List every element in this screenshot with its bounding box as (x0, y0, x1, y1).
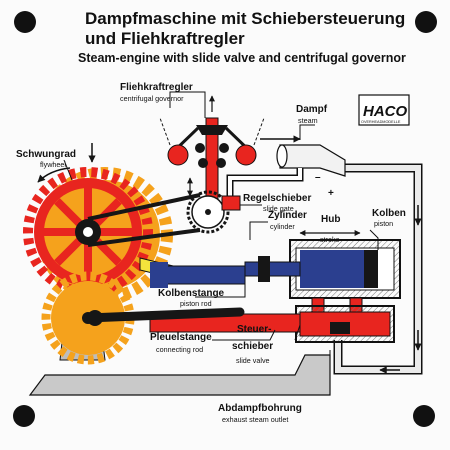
rotation-arrow (37, 167, 71, 183)
label-slide-gate-en: slide gate (263, 204, 294, 213)
label-flywheel-en: flywheel (40, 160, 66, 169)
corner-dot-top-right (415, 11, 437, 33)
centrifugal-governor (159, 95, 265, 234)
label-exhaust-en: exhaust steam outlet (222, 415, 288, 424)
label-cylinder: Zylinder (268, 210, 307, 221)
corner-dot-top-left (14, 11, 36, 33)
haco-logo: HACO OVERHEADMODELLE (358, 94, 410, 126)
label-exhaust: Abdampfbohrung (218, 403, 302, 414)
symbol-plus: + (328, 188, 334, 199)
title-line-2: und Fliehkraftregler (85, 29, 245, 48)
label-slide-valve-en: slide valve (236, 356, 270, 365)
label-piston-rod-en: piston rod (180, 299, 212, 308)
label-piston-rod: Kolbenstange (158, 288, 225, 299)
logo-text: HACO (363, 103, 407, 120)
drive-belt (87, 193, 201, 247)
corner-dot-bottom-left (13, 405, 35, 427)
label-stroke: Hub (321, 214, 340, 225)
label-connecting-rod: Pleuelstange (150, 332, 212, 343)
label-connecting-rod-en: connecting rod (156, 345, 203, 354)
label-stroke-en: stroke (320, 235, 340, 244)
label-piston: Kolben (372, 208, 406, 219)
label-steam-en: steam (298, 116, 318, 125)
corner-dot-bottom-right (413, 405, 435, 427)
title-line-1: Dampfmaschine mit Schiebersteuerung (85, 9, 405, 28)
label-piston-en: piston (374, 219, 393, 228)
symbol-minus: – (315, 172, 321, 183)
label-cylinder-en: cylinder (270, 222, 295, 231)
title-english: Steam-engine with slide valve and centri… (78, 51, 406, 65)
leader-lines (63, 91, 379, 392)
engine-base (28, 354, 331, 396)
slide-gate (221, 195, 241, 211)
label-governor: Fliehkraftregler (120, 82, 193, 93)
label-slide-valve-1: Steuer- (237, 324, 271, 335)
label-slide-valve-2: schieber (232, 341, 273, 352)
eccentric-rod (83, 307, 245, 323)
connecting-rod-bar (164, 265, 246, 285)
flywheel (23, 167, 153, 297)
label-flywheel: Schwungrad (16, 149, 76, 160)
steam-inlet (260, 135, 346, 177)
label-steam: Dampf (296, 104, 328, 115)
logo-subtext: OVERHEADMODELLE (361, 120, 401, 124)
label-slide-gate: Regelschieber (243, 193, 311, 204)
label-governor-en: centrifugal governor (120, 94, 184, 103)
